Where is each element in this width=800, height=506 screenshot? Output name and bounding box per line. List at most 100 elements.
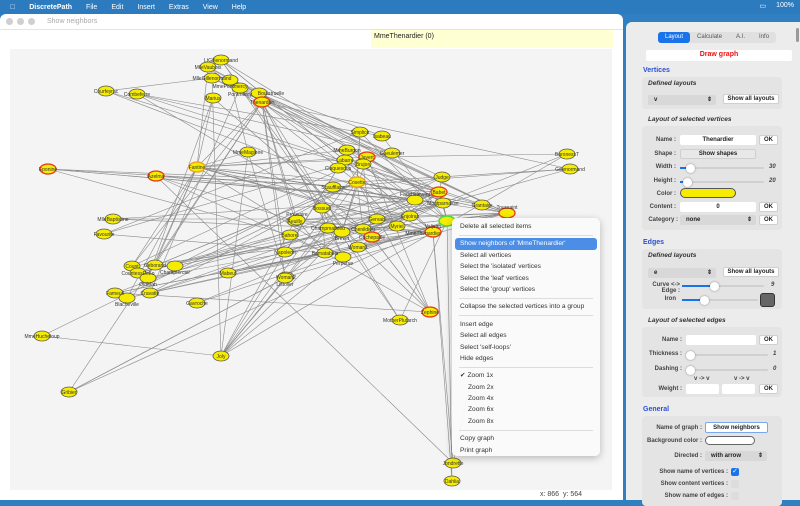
vertex-shape[interactable] [95, 228, 113, 240]
edge[interactable] [356, 181, 364, 230]
vertex-shape[interactable] [221, 74, 239, 86]
menu-extras[interactable]: Extras [163, 3, 189, 11]
edge[interactable] [229, 79, 249, 153]
vertex-shape[interactable] [391, 314, 409, 326]
edge[interactable] [126, 212, 508, 299]
edge[interactable] [41, 335, 222, 357]
show-content-checkbox[interactable] [731, 480, 739, 488]
zoom-button[interactable] [28, 18, 35, 25]
close-button[interactable] [6, 18, 13, 25]
vertex-shape[interactable] [239, 146, 257, 158]
edge[interactable] [356, 181, 483, 206]
show-shapes-button[interactable]: Show shapes [680, 149, 756, 159]
edge[interactable] [147, 202, 444, 279]
vertex-shape[interactable] [430, 186, 448, 198]
edge[interactable] [227, 215, 411, 274]
vertex-shape[interactable] [434, 197, 452, 209]
vertex-shape[interactable] [219, 267, 237, 279]
edge[interactable] [149, 181, 358, 294]
edge[interactable] [229, 79, 508, 214]
context-menu-item[interactable]: ✔Zoom 1x [455, 370, 597, 381]
edge[interactable] [324, 252, 431, 313]
edge[interactable] [137, 181, 358, 274]
edge[interactable] [247, 151, 287, 278]
menu-edit[interactable]: Edit [106, 3, 123, 11]
vertex-shape[interactable] [349, 241, 367, 253]
vertex-shape[interactable] [316, 247, 334, 259]
context-menu-item[interactable]: Zoom 4x [455, 393, 597, 404]
edge[interactable] [41, 181, 358, 337]
edge[interactable] [220, 59, 401, 321]
dashing-slider[interactable] [686, 365, 768, 375]
edge[interactable] [155, 175, 444, 204]
edge[interactable] [357, 215, 411, 248]
draw-graph-button[interactable]: Draw graph [646, 50, 792, 61]
minimize-button[interactable] [17, 18, 24, 25]
show-edge-names-checkbox[interactable] [731, 492, 739, 500]
vertex-shape[interactable] [444, 457, 462, 469]
edge[interactable] [47, 168, 358, 183]
context-menu-item[interactable]: Select the 'group' vertices [455, 284, 597, 295]
vertex-shape[interactable] [139, 272, 157, 284]
edge[interactable] [105, 77, 213, 92]
edge[interactable] [174, 186, 334, 267]
edge[interactable] [356, 168, 571, 183]
edge[interactable] [105, 90, 448, 222]
edge[interactable] [174, 231, 343, 267]
vertex-shape[interactable] [104, 213, 122, 225]
app-menu[interactable]: DiscretePath [24, 3, 72, 11]
context-menu-item[interactable]: Collapse the selected vertices into a gr… [455, 301, 597, 312]
content-ok-button[interactable]: OK [759, 202, 778, 212]
context-menu-item[interactable]: Select all edges [455, 330, 597, 341]
vertex-shape[interactable] [334, 251, 352, 263]
edge[interactable] [103, 131, 361, 235]
height-slider[interactable] [680, 177, 764, 187]
iron-color-well[interactable] [760, 293, 775, 307]
tab-ai[interactable]: A.I. [736, 34, 746, 40]
show-vertex-names-checkbox[interactable]: ✓ [731, 468, 739, 476]
directed-select[interactable]: with arrow⇕ [705, 451, 767, 461]
edge[interactable] [196, 101, 263, 168]
edge[interactable] [442, 153, 568, 204]
vertex-shape[interactable] [39, 163, 57, 175]
vertex-shape[interactable] [253, 96, 271, 108]
vertex-shape[interactable] [276, 246, 294, 258]
edge[interactable] [371, 236, 431, 313]
vertex-show-all-layouts-button[interactable]: Show all layouts [723, 94, 779, 104]
vertex-shape[interactable] [33, 330, 51, 342]
context-menu-item[interactable]: Zoom 6x [455, 404, 597, 415]
vertex-name-ok-button[interactable]: OK [759, 135, 778, 145]
vertex-shape[interactable] [424, 226, 442, 238]
vertex-layout-select[interactable]: v⇕ [648, 95, 716, 105]
edge[interactable] [196, 166, 344, 258]
edge[interactable] [196, 166, 411, 217]
vertex-shape[interactable] [212, 54, 230, 66]
category-ok-button[interactable]: OK [759, 215, 778, 225]
vertex-shape[interactable] [354, 158, 372, 170]
vertex-shape[interactable] [276, 272, 294, 284]
edge[interactable] [137, 234, 291, 274]
vertex-shape[interactable] [363, 231, 381, 243]
edge[interactable] [196, 166, 378, 220]
edge[interactable] [149, 191, 440, 294]
edge[interactable] [114, 292, 431, 313]
edge[interactable] [68, 277, 286, 393]
edge[interactable] [196, 159, 346, 168]
vertex-shape[interactable] [406, 194, 424, 206]
menu-file[interactable]: File [80, 3, 97, 11]
context-menu-item[interactable]: Print graph [455, 445, 597, 456]
edge[interactable] [112, 199, 416, 220]
weight-ok-button[interactable]: OK [759, 384, 778, 394]
context-menu-item[interactable]: Show neighbors of 'MmeThenardier' [455, 238, 597, 250]
edge[interactable] [47, 168, 444, 204]
edge[interactable] [126, 231, 434, 299]
edge[interactable] [68, 220, 448, 393]
vertex-shape[interactable] [354, 223, 372, 235]
vertex-shape[interactable] [348, 176, 366, 188]
edge[interactable] [239, 87, 416, 201]
edge[interactable] [366, 153, 568, 158]
context-menu-item[interactable]: Delete all selected items [455, 221, 597, 232]
vertex-shape[interactable] [313, 202, 331, 214]
edge[interactable] [220, 277, 286, 357]
context-menu-item[interactable]: Select the 'leaf' vertices [455, 273, 597, 284]
